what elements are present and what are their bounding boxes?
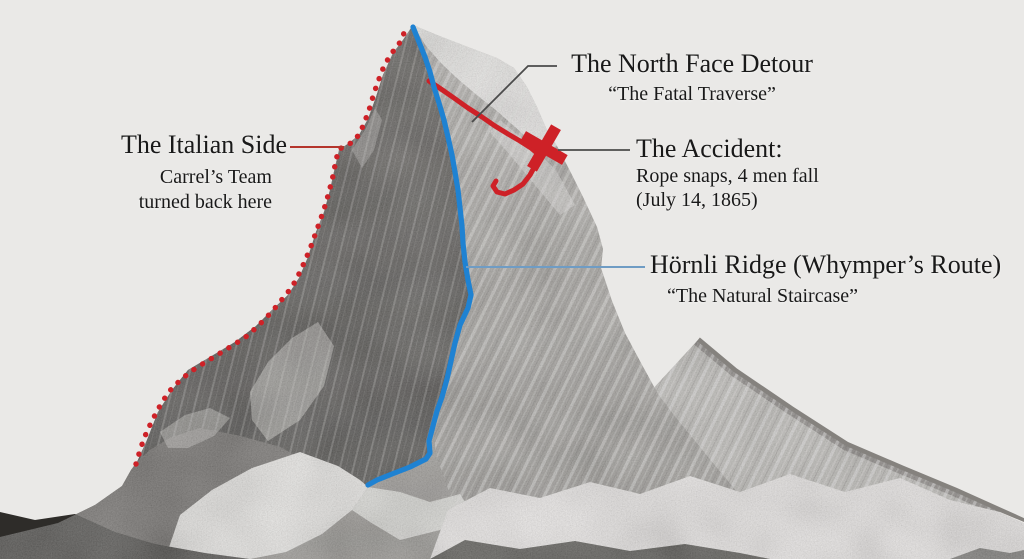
italian-side-subtitle-line1: Carrel’s Team (159, 166, 272, 189)
hornli-ridge-subtitle: “The Natural Staircase” (667, 285, 859, 308)
accident-title: The Accident: (636, 134, 783, 163)
accident-x-marker (520, 124, 568, 172)
north-face-detour-route-line (426, 78, 541, 197)
hornli-route-line (365, 24, 474, 488)
annotation-north-face-detour: The North Face Detour “The Fatal Travers… (562, 50, 822, 107)
annotation-hornli-ridge: Hörnli Ridge (Whymper’s Route) “The Natu… (650, 251, 1001, 309)
accident-line1: Rope snaps, 4 men fall (636, 165, 819, 188)
annotation-accident: The Accident: Rope snaps, 4 men fall (Ju… (636, 135, 819, 212)
italian-side-title: The Italian Side (120, 130, 287, 159)
north-face-detour-title: The North Face Detour (571, 49, 813, 78)
annotation-italian-side: The Italian Side Carrel’s Team turned ba… (121, 131, 287, 215)
north-face-detour-subtitle: “The Fatal Traverse” (608, 83, 776, 106)
hornli-ridge-title: Hörnli Ridge (Whymper’s Route) (650, 250, 1002, 279)
north-face-detour-connector (471, 65, 557, 123)
italian-route-dotted-line (133, 28, 408, 467)
accident-line2: (July 14, 1865) (636, 188, 758, 211)
italian-side-subtitle-line2: turned back here (138, 191, 272, 214)
